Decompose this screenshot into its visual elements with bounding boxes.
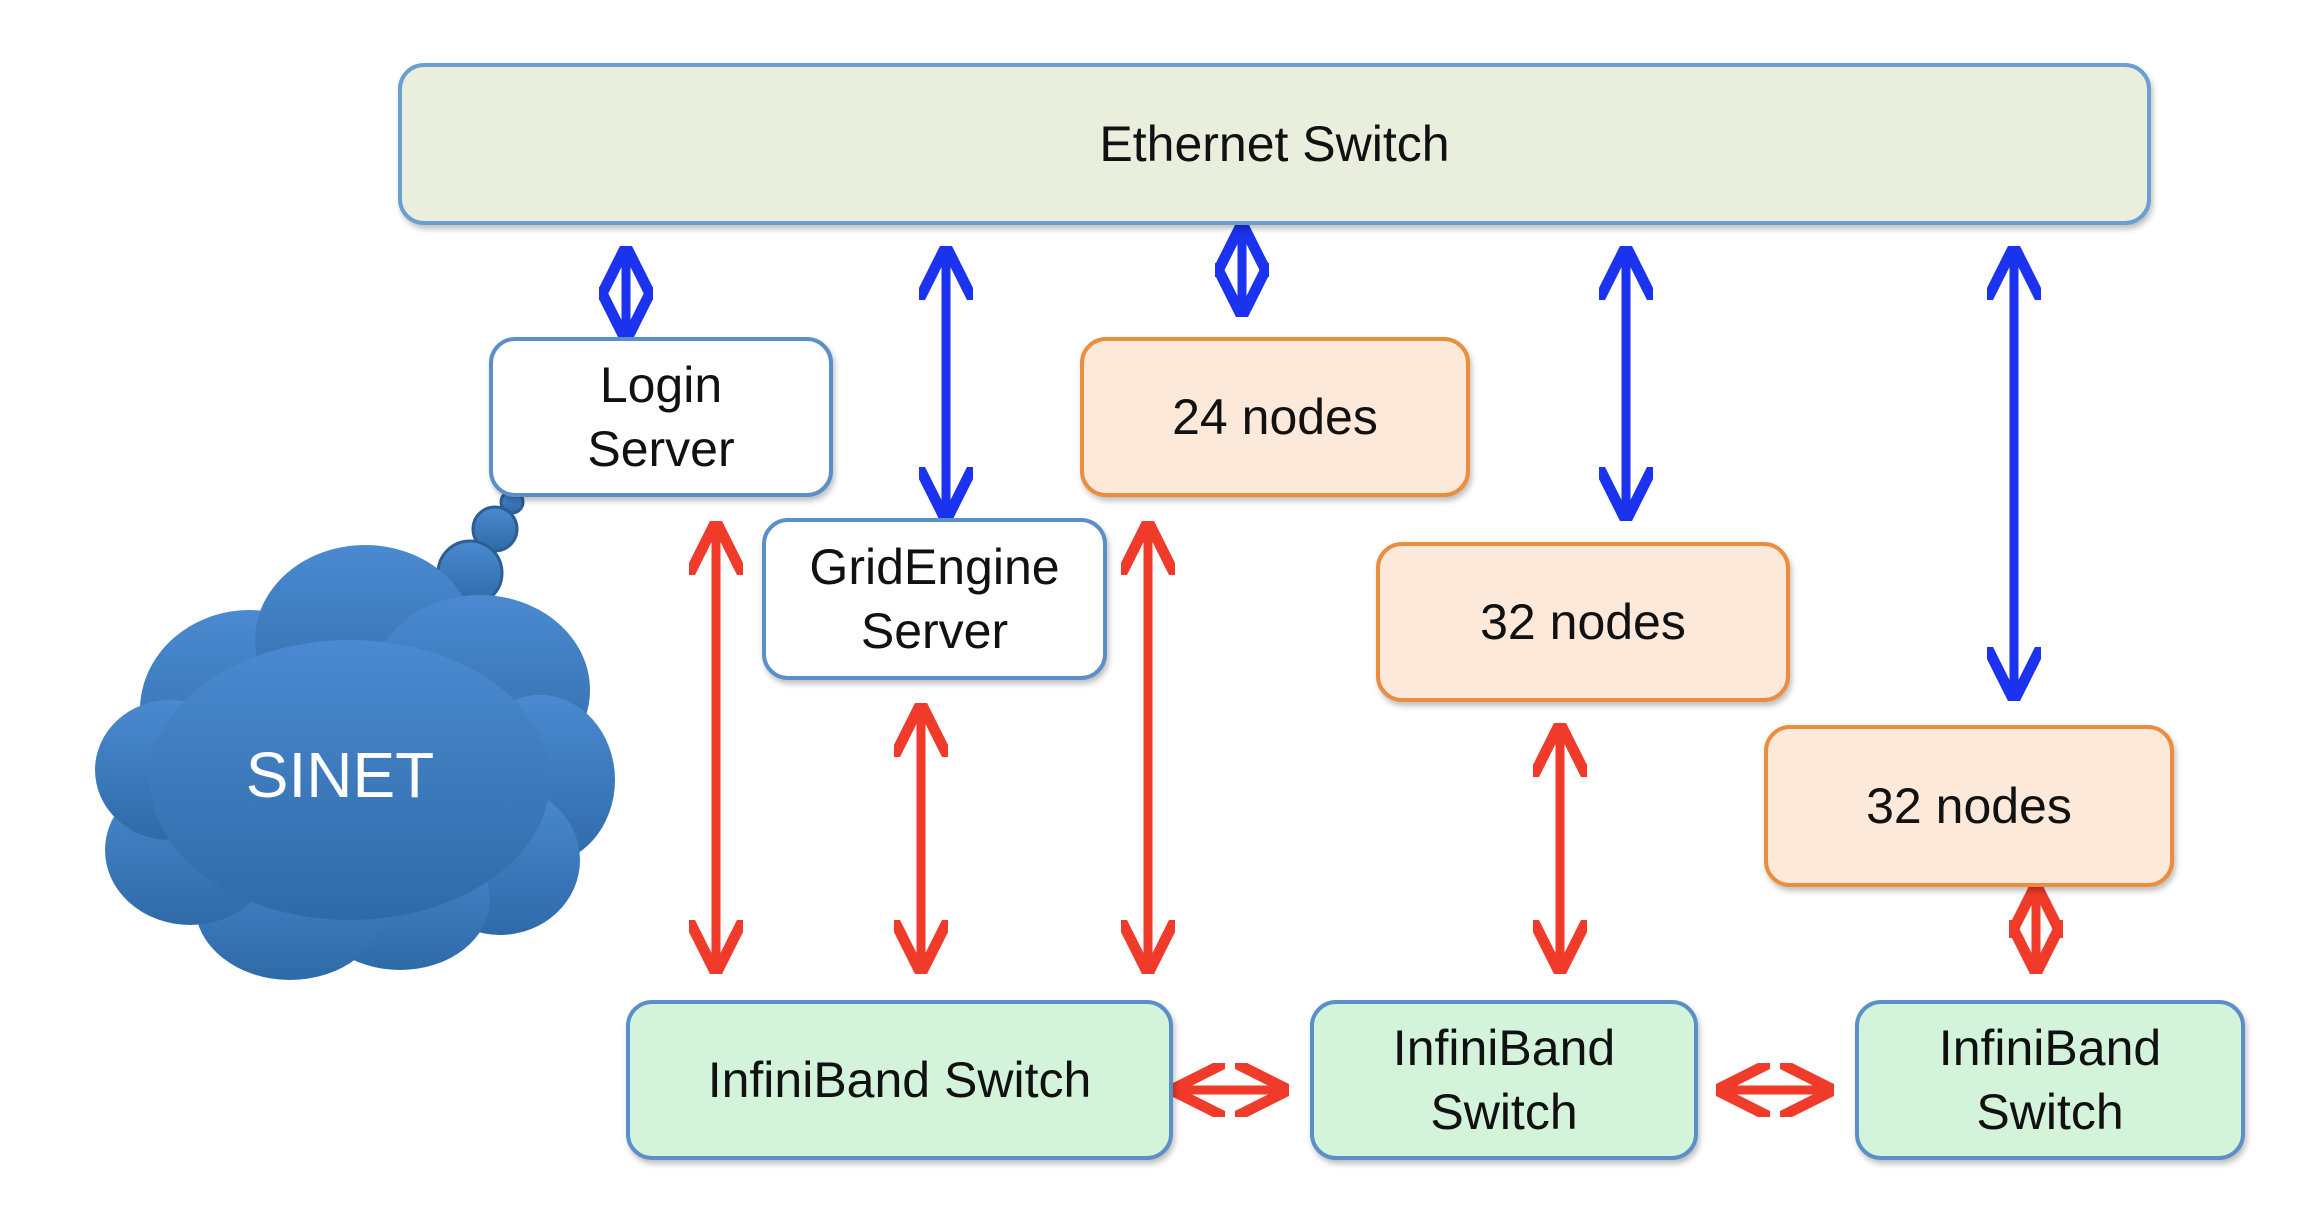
node-group-label: 24 nodes (1172, 389, 1378, 445)
infiniband-switch-3: InfiniBand Switch (1855, 1000, 2245, 1160)
ethernet-switch: Ethernet Switch (398, 63, 2151, 225)
infiniband-switch-label: InfiniBand Switch (707, 1052, 1092, 1108)
infiniband-switch-label: InfiniBand Switch (1392, 1020, 1616, 1140)
infiniband-links (716, 530, 2036, 1090)
node-group-label: 32 nodes (1480, 594, 1686, 650)
infiniband-switch-label: InfiniBand Switch (1938, 1020, 2162, 1140)
gridengine-server: GridEngine Server (762, 518, 1107, 680)
infiniband-switch-2: InfiniBand Switch (1310, 1000, 1698, 1160)
cloud-label: SINET (245, 739, 435, 811)
gridengine-server-label: GridEngine Server (809, 539, 1060, 659)
infiniband-switch-1: InfiniBand Switch (626, 1000, 1173, 1160)
cloud-icon (95, 489, 615, 980)
node-group-24: 24 nodes (1080, 337, 1470, 497)
login-server-label: Login Server (587, 357, 735, 477)
node-group-32a: 32 nodes (1376, 542, 1790, 702)
node-group-label: 32 nodes (1866, 778, 2072, 834)
ethernet-switch-label: Ethernet Switch (1099, 116, 1450, 172)
ethernet-links (626, 232, 2014, 692)
node-group-32b: 32 nodes (1764, 725, 2174, 887)
login-server: Login Server (489, 337, 833, 497)
